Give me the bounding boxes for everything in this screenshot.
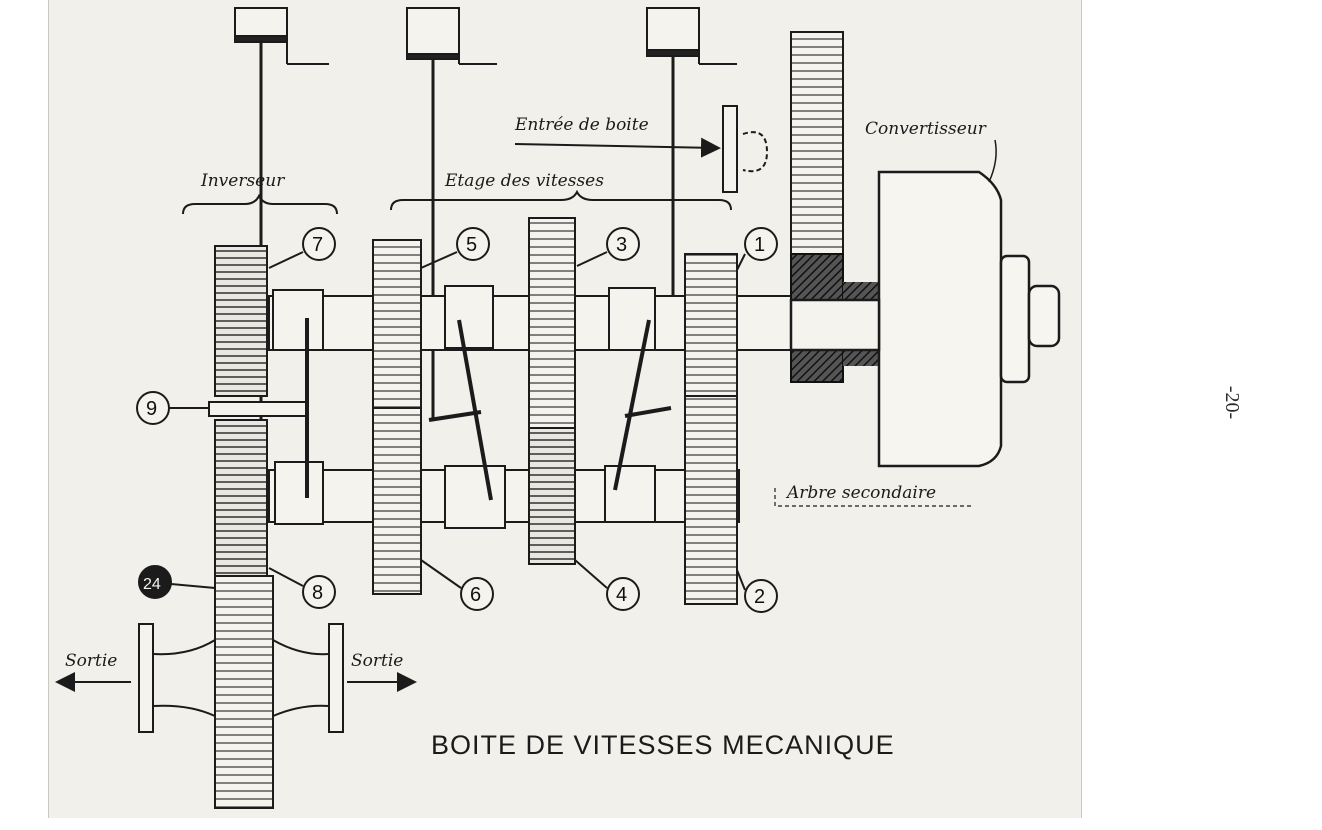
label-inverseur: Inverseur (200, 171, 285, 191)
num-4: 4 (616, 584, 627, 606)
synchronizers (272, 285, 656, 529)
shift-forks (305, 318, 672, 501)
output-right (272, 623, 344, 733)
converter (789, 170, 1061, 468)
num-24: 24 (143, 576, 161, 593)
gear-3 (528, 217, 576, 429)
gear-4 (528, 427, 576, 565)
num-7: 7 (312, 234, 323, 256)
gear-2 (684, 395, 738, 605)
gear-1 (684, 253, 738, 397)
gear-8 (214, 419, 268, 577)
oil-inlet (722, 105, 769, 193)
label-arbre: Arbre secondaire (785, 483, 936, 503)
gear-6 (372, 407, 422, 595)
label-etage: Etage des vitesses (444, 171, 604, 191)
converter-leader (988, 139, 997, 183)
output-left (138, 623, 216, 733)
drawing-sheet: Inverseur Etage des vitesses Entrée de b… (48, 0, 1082, 818)
gearbox-diagram: Inverseur Etage des vitesses Entrée de b… (55, 7, 1061, 809)
num-9: 9 (146, 398, 157, 420)
arbre-leader (774, 488, 971, 507)
diagram-title: BOITE DE VITESSES MECANIQUE (431, 730, 895, 760)
gear-5 (372, 239, 422, 409)
page-number: -20- (1221, 385, 1244, 419)
actuator-right (646, 7, 737, 65)
num-1: 1 (754, 234, 765, 256)
callouts (136, 227, 778, 613)
actuator-middle (406, 7, 497, 65)
gear-7 (214, 245, 268, 397)
brackets (182, 189, 732, 215)
label-convertisseur: Convertisseur (865, 119, 987, 139)
shaft-9 (208, 401, 308, 417)
label-sortie-right: Sortie (351, 651, 403, 671)
oil-arrow (514, 137, 721, 158)
num-3: 3 (616, 234, 627, 256)
num-2: 2 (754, 586, 765, 608)
label-entree: Entrée de boite (514, 115, 649, 135)
num-5: 5 (466, 234, 477, 256)
num-6: 6 (470, 584, 481, 606)
actuator-left (234, 7, 329, 65)
num-8: 8 (312, 582, 323, 604)
gear-24 (214, 575, 274, 809)
label-sortie-left: Sortie (65, 651, 117, 671)
